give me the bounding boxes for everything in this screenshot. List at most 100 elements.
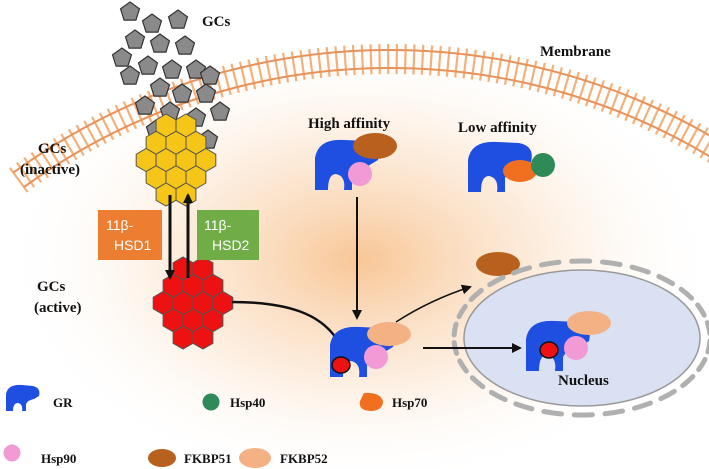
hsp90-icon — [364, 345, 388, 369]
gc-pentagon — [174, 35, 196, 55]
membrane-label: Membrane — [540, 44, 611, 60]
nuclear-pore-segment — [696, 356, 708, 373]
low-affinity-label: Low affinity — [458, 120, 537, 136]
fkbp52-icon — [239, 448, 271, 468]
nuclear-pore-segment — [658, 388, 677, 402]
legend-hsp90: Hsp90 — [3, 444, 76, 466]
nuclear-pore-segment — [629, 264, 651, 275]
membrane-lipid — [420, 44, 425, 75]
bound-gc-icon — [331, 356, 351, 374]
nuclear-pore-segment — [487, 274, 506, 288]
hsd2-line1: 11β- — [204, 217, 232, 233]
high-affinity-complex — [315, 133, 397, 190]
hsp40-icon — [531, 153, 555, 177]
membrane-lipid — [403, 44, 407, 75]
legend-fkbp52: FKBP52 — [239, 448, 328, 468]
fkbp51-icon — [353, 133, 397, 159]
gc-pentagon — [209, 101, 231, 121]
gr-icon — [526, 320, 590, 371]
gc-pentagon — [199, 65, 221, 85]
gcs-inactive-sublabel: (inactive) — [20, 162, 80, 178]
membrane-lipid — [360, 44, 365, 75]
active-gc-hexagon — [192, 325, 214, 350]
hsd1-line1: 11β- — [106, 217, 134, 233]
nuclear-pore-segment — [678, 286, 695, 301]
gcs-active-sublabel: (active) — [34, 300, 81, 316]
hsp90-icon — [348, 162, 372, 186]
low-affinity-complex — [468, 141, 555, 192]
hsp90-icon — [564, 336, 588, 360]
hsp70-icon — [359, 392, 383, 411]
nuclear-pore-segment — [705, 338, 709, 355]
fkbp52-icon — [367, 322, 411, 346]
legend-gr: GR — [6, 384, 73, 411]
legend-hsp40: Hsp40 — [202, 393, 265, 411]
nucleus-label: Nucleus — [558, 373, 609, 389]
nuclear-pore-segment — [538, 259, 562, 268]
nuclear-pore-segment — [631, 400, 653, 411]
legend: GR Hsp40 Hsp70 Hsp90 FKBP51 FKBP52 — [3, 384, 427, 468]
nuclear-pore-segment — [599, 259, 623, 267]
nuclear-pore-segment — [656, 273, 676, 287]
nuclear-pore-segment — [511, 265, 533, 276]
gr-icon — [6, 384, 40, 411]
gc-pentagon — [124, 29, 146, 49]
gr-icon — [468, 141, 532, 192]
bound-gc-icon — [539, 341, 559, 359]
legend-hsp40-label: Hsp40 — [230, 395, 265, 410]
legend-gr-label: GR — [53, 395, 73, 410]
nuclear-pore-segment — [456, 303, 468, 320]
nuclear-pore-segment — [457, 358, 469, 374]
nuclear-pore-segment — [602, 408, 626, 417]
release-arrow — [395, 284, 472, 323]
gc-pentagon — [119, 65, 141, 85]
hsd1-box: 11β- HSD1 — [98, 210, 162, 260]
nuclear-pore-segment — [469, 375, 486, 390]
active-gr-complex — [330, 322, 411, 377]
fkbp52-icon — [567, 311, 611, 335]
hsp40-icon — [202, 393, 220, 411]
nuclear-pore-segment — [451, 321, 459, 338]
gc-pentagon — [149, 33, 171, 53]
nuclear-envelope — [451, 258, 709, 418]
hsp70-icon — [503, 160, 537, 182]
gcs-top-label: GCs — [202, 14, 231, 30]
hsp90-icon — [3, 444, 21, 462]
gc-pentagon — [137, 55, 159, 75]
hsd2-box: 11β- HSD2 — [197, 210, 259, 260]
binding-curve — [231, 300, 338, 339]
legend-hsp70: Hsp70 — [359, 392, 427, 411]
legend-fkbp51-label: FKBP51 — [184, 451, 232, 466]
gc-pentagon — [111, 47, 133, 67]
gcs-inactive-label: GCs — [38, 141, 67, 157]
legend-fkbp51: FKBP51 — [148, 449, 232, 467]
gc-pentagon — [134, 95, 156, 115]
gc-pentagon — [167, 9, 189, 29]
gc-pentagon — [171, 83, 193, 103]
gc-pentagon — [195, 83, 217, 103]
active-gcs-hexagons — [152, 256, 234, 350]
gc-pentagon — [141, 13, 163, 33]
nuclear-pore-segment — [513, 401, 535, 412]
membrane-lipid — [412, 44, 416, 75]
membrane-lipid — [699, 140, 709, 159]
membrane-lipid — [369, 44, 373, 75]
released-fkbp51-icon — [476, 252, 520, 276]
high-affinity-label: High affinity — [308, 116, 391, 132]
nuclear-pore-segment — [695, 302, 707, 318]
gc-pentagon — [119, 1, 141, 21]
gcs-active-label: GCs — [37, 279, 66, 295]
legend-fkbp52-label: FKBP52 — [280, 451, 328, 466]
nuclear-pore-segment — [488, 389, 508, 403]
nuclear-gr-complex — [526, 311, 611, 371]
gc-pentagon — [149, 77, 171, 97]
nuclear-pore-segment — [468, 287, 484, 303]
hsd2-line2: HSD2 — [212, 237, 250, 253]
hsd1-line2: HSD1 — [114, 237, 152, 253]
fkbp51-icon — [148, 449, 176, 467]
gc-pentagon — [161, 59, 183, 79]
legend-hsp90-label: Hsp90 — [41, 451, 76, 466]
nuclear-pore-segment — [541, 409, 565, 417]
